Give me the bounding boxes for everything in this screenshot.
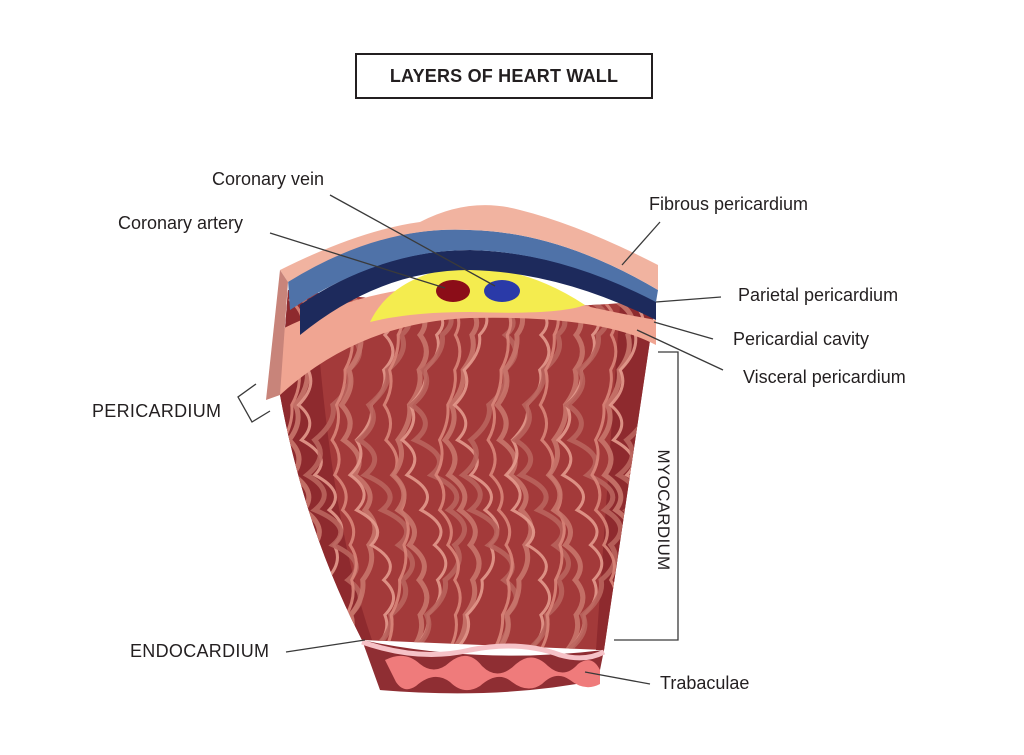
leader-lines <box>237 194 724 685</box>
parietal-pericardium <box>288 229 658 310</box>
myocardium-bracket <box>614 351 679 641</box>
muscle-fiber <box>486 298 514 650</box>
visceral-pericardium <box>280 285 656 395</box>
label-trabaculae: Trabaculae <box>660 673 750 693</box>
label-endocardium: ENDOCARDIUM <box>130 641 270 661</box>
label-parietal-pericardium: Parietal pericardium <box>738 285 899 305</box>
muscle-fiber <box>452 298 500 650</box>
label-coronary-artery: Coronary artery <box>118 213 244 233</box>
muscle-fiber <box>494 297 534 650</box>
inner-wall <box>361 639 606 694</box>
muscle-fiber <box>545 297 586 650</box>
leader-coronary-vein <box>329 194 496 287</box>
leader-parietal <box>655 296 722 303</box>
trabaculae <box>385 655 600 691</box>
leader-endocardium <box>285 639 366 653</box>
endocardium <box>361 639 606 661</box>
muscle-fiber <box>434 298 462 650</box>
leader-trabaculae <box>584 671 651 685</box>
label-pericardium: PERICARDIUM <box>92 401 222 421</box>
muscle-fiber <box>563 297 623 650</box>
label-coronary-vein: Coronary vein <box>212 169 325 189</box>
leader-cavity <box>653 321 714 340</box>
pericardium-side-edge <box>266 270 288 400</box>
leader-fibrous <box>621 221 661 266</box>
muscle-fiber <box>503 298 552 650</box>
label-myocardium-wrap: MYOCARDIUM <box>643 440 683 580</box>
label-fibrous-pericardium: Fibrous pericardium <box>649 194 809 214</box>
leader-coronary-artery <box>269 232 446 289</box>
diagram-title: LAYERS OF HEART WALL <box>355 53 653 99</box>
label-pericardial-cavity: Pericardial cavity <box>733 329 870 349</box>
muscle-fiber <box>407 297 467 650</box>
muscle-fiber <box>338 297 378 650</box>
leader-visceral <box>636 329 724 371</box>
label-visceral-pericardium: Visceral pericardium <box>743 367 906 387</box>
label-myocardium: MYOCARDIUM <box>654 449 673 571</box>
myocardium-block <box>280 290 656 650</box>
fibrous-pericardium <box>280 205 658 290</box>
parietal-pericardium-dark <box>300 250 656 335</box>
myocardium-left-face <box>280 290 372 640</box>
muscle-fiber <box>347 298 396 650</box>
coronary-artery <box>436 280 470 302</box>
muscle-fiber <box>389 297 430 650</box>
pericardium-bracket <box>237 383 271 423</box>
